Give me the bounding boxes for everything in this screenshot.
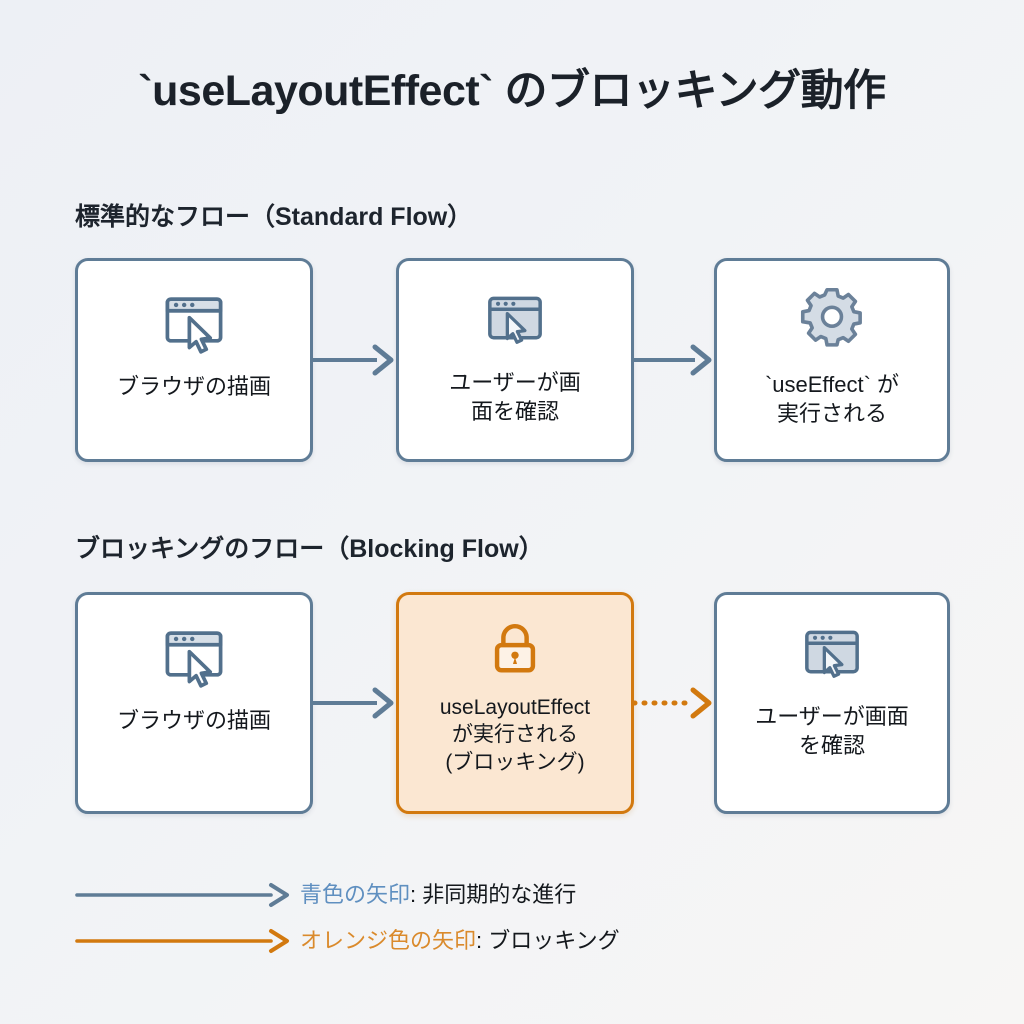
legend-description-orange: ブロッキング (488, 928, 620, 953)
legend-row-blue: 青色の矢印: 非同期的な進行 (75, 872, 955, 918)
browser-cursor-filled-icon (480, 283, 550, 358)
legend-key-orange: オレンジ色の矢印 (300, 928, 477, 953)
legend-label-blue: 青色の矢印: 非同期的な進行 (300, 884, 576, 906)
legend-description-blue: 非同期的な進行 (422, 882, 577, 907)
legend-key-blue: 青色の矢印 (300, 882, 411, 907)
arrow-standard-1 (313, 340, 397, 380)
node-label: useLayoutEffect が実行される (ブロッキング) (439, 696, 591, 774)
arrow-blocking-2-dotted (631, 683, 715, 723)
node-browser-paint-standard[interactable]: ブラウザの描画 (75, 258, 313, 462)
node-label: ユーザーが画 面を確認 (449, 370, 581, 425)
legend: 青色の矢印: 非同期的な進行 オレンジ色の矢印: ブロッキング (75, 872, 955, 964)
lock-icon (484, 617, 546, 684)
legend-separator: : (476, 928, 489, 953)
legend-arrow-orange-icon (75, 927, 300, 955)
node-user-sees-screen-blocking[interactable]: ユーザーが画面 を確認 (714, 592, 950, 814)
node-label: `useEffect` が 実行される (764, 372, 900, 427)
browser-cursor-icon (157, 283, 231, 362)
arrow-blocking-1 (313, 683, 397, 723)
legend-row-orange: オレンジ色の矢印: ブロッキング (75, 918, 955, 964)
arrow-standard-2 (634, 340, 715, 380)
legend-label-orange: オレンジ色の矢印: ブロッキング (300, 930, 620, 952)
legend-arrow-blue-icon (75, 881, 300, 909)
section-heading-blocking-flow: ブロッキングのフロー（Blocking Flow） (75, 535, 544, 563)
browser-cursor-icon (157, 617, 231, 696)
node-uselayouteffect-blocking[interactable]: useLayoutEffect が実行される (ブロッキング) (396, 592, 634, 814)
node-useeffect-runs[interactable]: `useEffect` が 実行される (714, 258, 950, 462)
gear-icon (796, 283, 868, 360)
node-label: ブラウザの描画 (116, 374, 271, 399)
node-user-sees-screen-standard[interactable]: ユーザーが画 面を確認 (396, 258, 634, 462)
node-browser-paint-blocking[interactable]: ブラウザの描画 (75, 592, 313, 814)
node-label: ブラウザの描画 (116, 708, 271, 733)
page-title: `useLayoutEffect` のブロッキング動作 (138, 67, 886, 115)
node-label: ユーザーが画面 を確認 (755, 704, 909, 759)
browser-cursor-filled-icon (797, 617, 867, 692)
legend-separator: : (410, 882, 423, 907)
section-heading-standard-flow: 標準的なフロー（Standard Flow） (75, 203, 473, 231)
